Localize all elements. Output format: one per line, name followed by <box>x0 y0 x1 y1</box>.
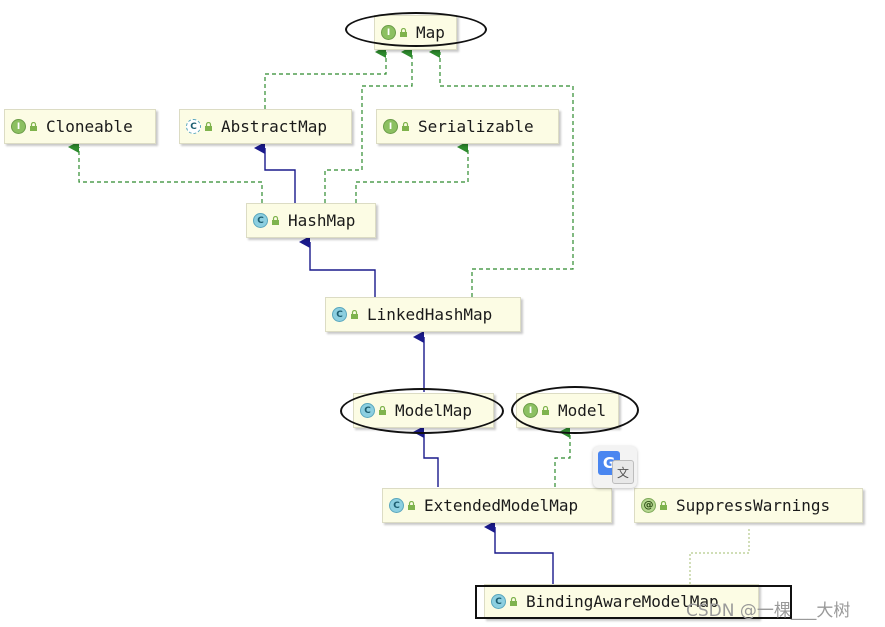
interface-icon: I <box>383 119 398 134</box>
node-abstractmap[interactable]: C AbstractMap <box>179 109 352 144</box>
node-hashmap[interactable]: C HashMap <box>246 203 376 238</box>
lock-icon <box>542 406 549 415</box>
class-icon: C <box>360 403 375 418</box>
node-modelmap[interactable]: C ModelMap <box>353 393 494 428</box>
edge-extendedmodelmap-model <box>554 426 571 487</box>
node-label: Model <box>558 401 607 420</box>
lock-icon <box>510 597 517 606</box>
interface-icon: I <box>523 403 538 418</box>
translate-widget[interactable]: G 文 <box>593 446 637 488</box>
node-label: SuppressWarnings <box>676 496 831 515</box>
translate-char: 文 <box>612 460 634 484</box>
class-icon: C <box>389 498 404 513</box>
edge-linkedhashmap-map <box>429 46 574 297</box>
annotation-icon: @ <box>641 498 656 513</box>
lock-icon <box>30 122 37 131</box>
node-cloneable[interactable]: I Cloneable <box>4 109 156 144</box>
node-label: Map <box>416 23 445 42</box>
node-extendedmodelmap[interactable]: C ExtendedModelMap <box>382 488 612 523</box>
edge-hashmap-cloneable <box>68 141 263 203</box>
lock-icon <box>272 216 279 225</box>
node-label: BindingAwareModelMap <box>526 592 719 611</box>
watermark: CSDN @一棵___大树 <box>686 601 851 621</box>
edge-extendedmodelmap-modelmap <box>413 426 439 487</box>
edge-linkedhashmap-hashmap <box>299 236 376 297</box>
node-label: AbstractMap <box>221 117 327 136</box>
node-label: ExtendedModelMap <box>424 496 579 515</box>
lock-icon <box>379 406 386 415</box>
node-label: Serializable <box>418 117 534 136</box>
node-label: Cloneable <box>46 117 133 136</box>
edge-bindingawaremodelmap-suppresswarnings <box>689 527 750 584</box>
node-linkedhashmap[interactable]: C LinkedHashMap <box>325 297 521 332</box>
lock-icon <box>205 122 212 131</box>
node-label: LinkedHashMap <box>367 305 493 324</box>
node-label: ModelMap <box>395 401 473 420</box>
node-map[interactable]: I Map <box>374 15 457 50</box>
node-suppresswarnings[interactable]: @ SuppressWarnings <box>634 488 863 523</box>
node-serializable[interactable]: I Serializable <box>376 109 559 144</box>
lock-icon <box>351 310 358 319</box>
lock-icon <box>400 28 407 37</box>
class-icon: C <box>332 307 347 322</box>
lock-icon <box>408 501 415 510</box>
interface-icon: I <box>381 25 396 40</box>
edge-hashmap-abstractmap <box>254 142 296 203</box>
class-icon: C <box>253 213 268 228</box>
node-model[interactable]: I Model <box>516 393 619 428</box>
abstract-class-icon: C <box>186 119 201 134</box>
edge-hashmap-serializable <box>355 141 469 203</box>
class-icon: C <box>491 594 506 609</box>
node-label: HashMap <box>288 211 356 230</box>
interface-icon: I <box>11 119 26 134</box>
edge-hashmap-map <box>324 46 413 203</box>
lock-icon <box>402 122 409 131</box>
edge-abstractmap-map <box>264 46 387 109</box>
edge-bindingawaremodelmap-extendedmodelmap <box>484 521 554 584</box>
lock-icon <box>660 501 667 510</box>
